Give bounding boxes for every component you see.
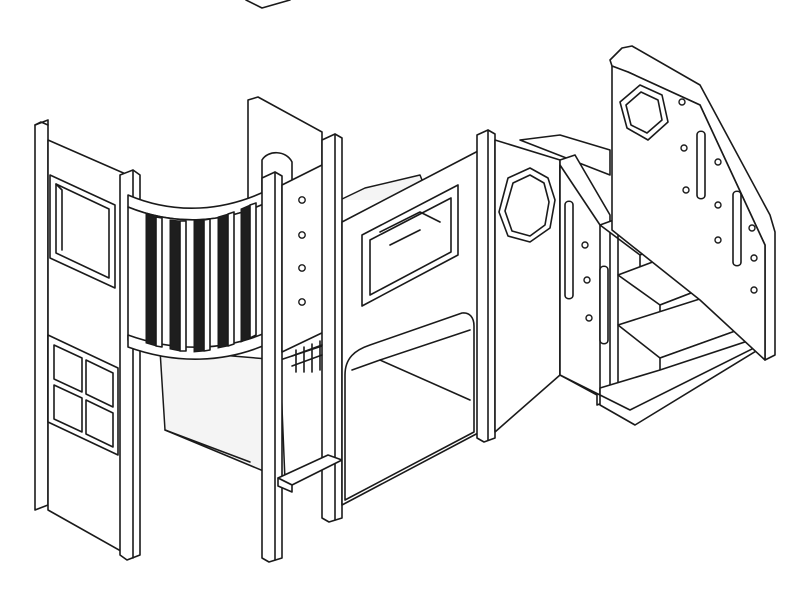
side-hole [714,158,722,166]
side-slot [696,130,706,200]
door-left-post [34,119,49,511]
side-hole [714,201,722,209]
door-panel [34,119,129,556]
stair-right-side-panel [609,45,776,361]
middle-archway [344,312,475,501]
balcony-bar-edge [155,216,163,348]
mid-post [321,133,343,523]
stringer-slot [564,200,574,300]
curved-balcony [127,187,273,360]
peg-hole [298,196,306,204]
balcony-bar [145,213,157,347]
side-hole [680,144,688,152]
peg-hole [298,298,306,306]
porthole-panel [494,139,561,433]
balcony-bar-edge [249,202,257,339]
stringer-hole [583,276,591,284]
door-upper-window [49,174,116,289]
interior-ladder [291,340,323,373]
stair-structure [519,45,776,426]
balcony-bar [217,213,229,349]
side-slot [732,190,742,267]
side-hole [682,186,690,194]
peg-hole [298,231,306,239]
front-post [261,171,283,563]
middle-window [361,184,459,307]
side-hole [678,98,686,106]
stringer-slot [599,265,609,345]
balcony-bar-edge [227,211,235,347]
stringer-hole [585,314,593,322]
peg-hole [298,264,306,272]
balcony-bar [240,204,251,343]
balcony-bars [145,202,257,353]
side-hole [748,224,756,232]
door-lower-window [47,334,119,456]
balcony-bar [169,219,181,352]
stringer-hole [581,241,589,249]
peg-panel-face [281,161,329,353]
porthole-window [498,167,556,243]
center-post [476,129,496,443]
balcony-bar-edge [203,218,211,352]
middle-wall-panel [341,149,481,506]
balcony-bar-edge [179,220,187,352]
top-panel-fragment [245,0,291,9]
balcony-bar [193,219,205,353]
hexagon-window [619,84,669,141]
side-hole [714,236,722,244]
side-hole [750,254,758,262]
peg-post-panel [261,161,329,563]
side-hole [750,286,758,294]
